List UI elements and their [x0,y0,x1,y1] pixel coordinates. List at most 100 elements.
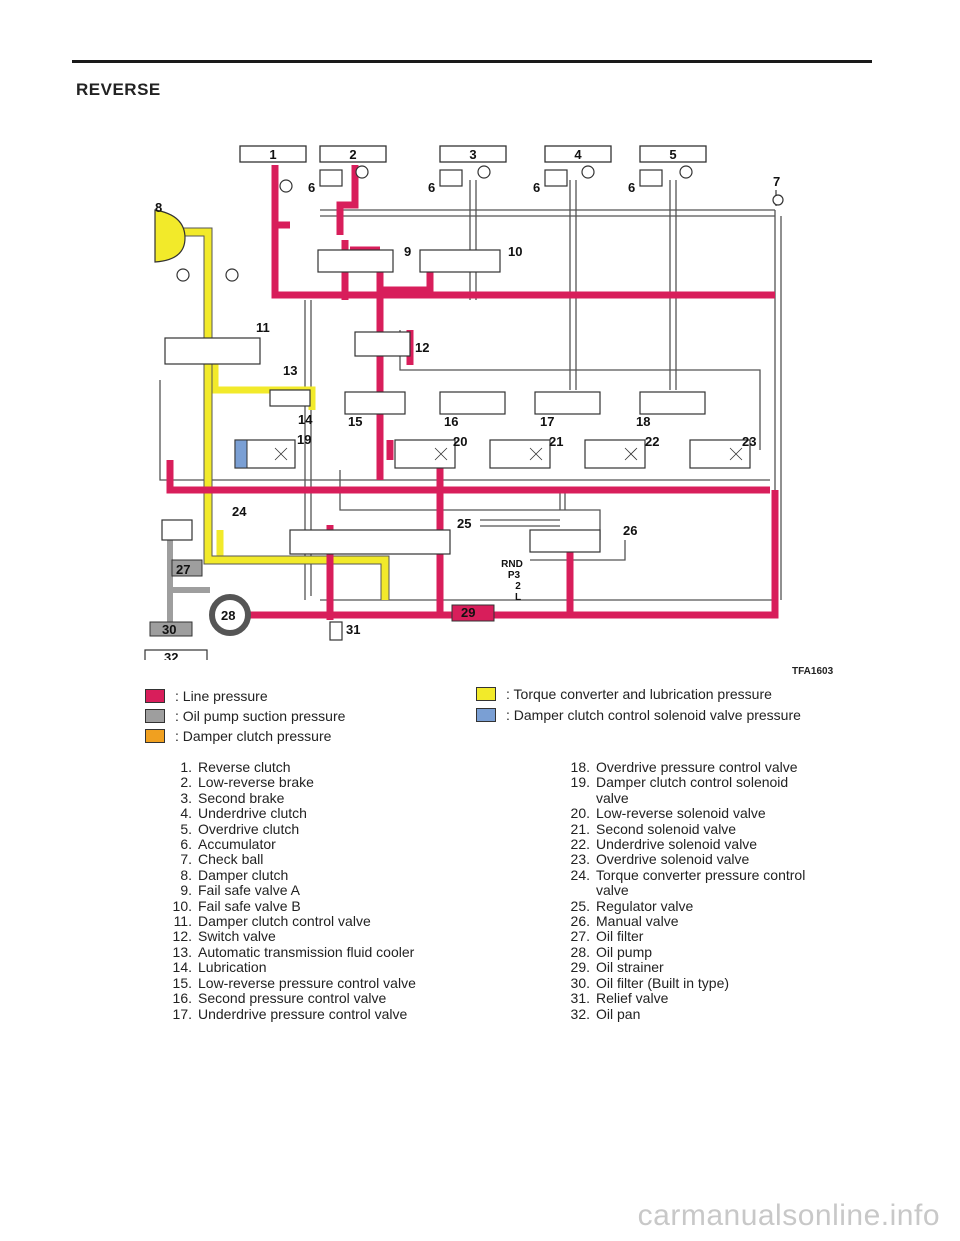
accumulator-label-1: 6 [308,180,315,195]
legend-damper-clutch: : Damper clutch pressure [145,728,331,744]
top-rule [72,60,872,63]
manual-valve-positions: RND P3 2 L [501,559,523,603]
list-item: 31.Relief valve [570,990,669,1007]
callout-19: 19 [297,432,311,447]
outline-passages [159,180,782,601]
list-item: 7.Check ball [180,851,264,868]
legend-swatch-damper-clutch [145,729,165,743]
list-item: 5.Overdrive clutch [180,820,300,837]
box-label-4: 4 [574,147,582,162]
relief-valve-symbol [329,621,343,641]
list-item: 11.Damper clutch control valve [173,913,371,930]
callout-24: 24 [232,504,247,519]
callout-20: 20 [453,434,467,449]
callout-14: 14 [298,412,313,427]
callout-31: 31 [346,622,360,637]
legend-label: : Damper clutch pressure [175,728,332,744]
position-rnd: RND [501,559,523,570]
damper-clutch-symbol [154,209,186,263]
list-item: 10.Fail safe valve B [172,897,301,914]
legend-label: : Oil pump suction pressure [175,708,346,724]
list-item: 19.Damper clutch control solenoid valve [570,774,789,806]
callout-labels: 7 8 9 10 11 12 13 14 15 16 17 18 19 20 2… [155,174,780,660]
callout-7: 7 [773,174,780,189]
callout-17: 17 [540,414,554,429]
list-item: 29.Oil strainer [570,959,664,976]
accumulators [176,165,693,282]
callout-30: 30 [162,622,176,637]
oil-filter-27-symbol [171,559,203,577]
hydraulic-circuit-diagram: 1 2 3 4 5 6 6 6 6 [144,145,784,660]
list-item: 2.Low-reverse brake [180,774,314,791]
list-item: 18.Overdrive pressure control valve [570,759,798,775]
legend-swatch-torque-converter [476,687,496,701]
callout-15: 15 [348,414,362,429]
list-item: 17.Underdrive pressure control valve [172,1005,408,1022]
legend-swatch-damper-solenoid [476,708,496,722]
list-item: 24.Torque converter pressure control val… [570,866,806,899]
callout-11: 11 [256,320,270,335]
accumulator-label-2: 6 [428,180,435,195]
diagram-code: TFA1603 [792,666,834,677]
position-l: L [515,592,521,603]
legend-damper-solenoid: : Damper clutch control solenoid valve p… [476,707,801,723]
legend-label: : Line pressure [175,688,268,704]
list-item: 16.Second pressure control valve [172,990,387,1007]
list-item: 20.Low-reverse solenoid valve [570,805,766,822]
valve-bodies [161,249,751,555]
solenoid-windings [274,447,743,461]
callout-26: 26 [623,523,637,538]
legend-label: : Damper clutch control solenoid valve p… [506,707,801,723]
watermark: carmanualsonline.info [637,1199,940,1232]
callout-18: 18 [636,414,650,429]
page-title: REVERSE [76,80,161,99]
legend-swatch-line-pressure [145,689,165,703]
callout-23: 23 [742,434,756,449]
box-label-1: 1 [269,147,276,162]
legend-label: : Torque converter and lubrication press… [506,686,772,702]
list-item: 32.Oil pan [570,1005,641,1022]
callout-22: 22 [645,434,659,449]
list-item: 1.Reverse clutch [180,759,291,775]
parts-list-left: 1.Reverse clutch 2.Low-reverse brake 3.S… [158,759,416,1022]
oil-pump-symbol [209,594,251,636]
callout-32: 32 [164,650,178,660]
callout-21: 21 [549,434,563,449]
list-item: 23.Overdrive solenoid valve [570,851,750,868]
callout-8: 8 [155,200,162,215]
clutch-boxes [239,145,707,163]
callout-12: 12 [415,340,429,355]
box-label-5: 5 [669,147,676,162]
damper-solenoid-highlight [234,439,248,469]
oil-pan-symbol [144,649,208,660]
oil-strainer-symbol [451,604,495,622]
list-item: 26.Manual valve [570,913,679,930]
list-item: 13.Automatic transmission fluid cooler [172,943,415,960]
callout-13: 13 [283,363,297,378]
list-item: 21.Second solenoid valve [570,820,737,837]
legend-torque-converter: : Torque converter and lubrication press… [476,686,772,702]
callout-10: 10 [508,244,522,259]
accumulator-label-3: 6 [533,180,540,195]
list-item: 25.Regulator valve [570,897,694,914]
position-2: 2 [515,581,521,592]
list-item: 28.Oil pump [570,943,653,960]
list-item: 9.Fail safe valve A [180,882,300,899]
callout-16: 16 [444,414,458,429]
accumulator-labels: 6 6 6 6 [308,180,635,195]
list-item: 14.Lubrication [172,959,267,976]
legend-line-pressure: : Line pressure [145,688,268,704]
oil-filter-symbol [149,621,193,637]
parts-list-right: 18.Overdrive pressure control valve 19.D… [560,759,806,1022]
callout-25: 25 [457,516,471,531]
list-item: 8.Damper clutch [180,866,289,883]
legend-oil-pump-suction: : Oil pump suction pressure [145,708,345,724]
accumulator-label-4: 6 [628,180,635,195]
callout-29: 29 [461,605,475,620]
box-label-2: 2 [349,147,356,162]
check-ball-symbol [772,190,784,206]
callout-28: 28 [221,608,235,623]
position-p3: P3 [508,570,521,581]
legend-swatch-oil-pump-suction [145,709,165,723]
list-item: 30.Oil filter (Built in type) [570,974,730,991]
